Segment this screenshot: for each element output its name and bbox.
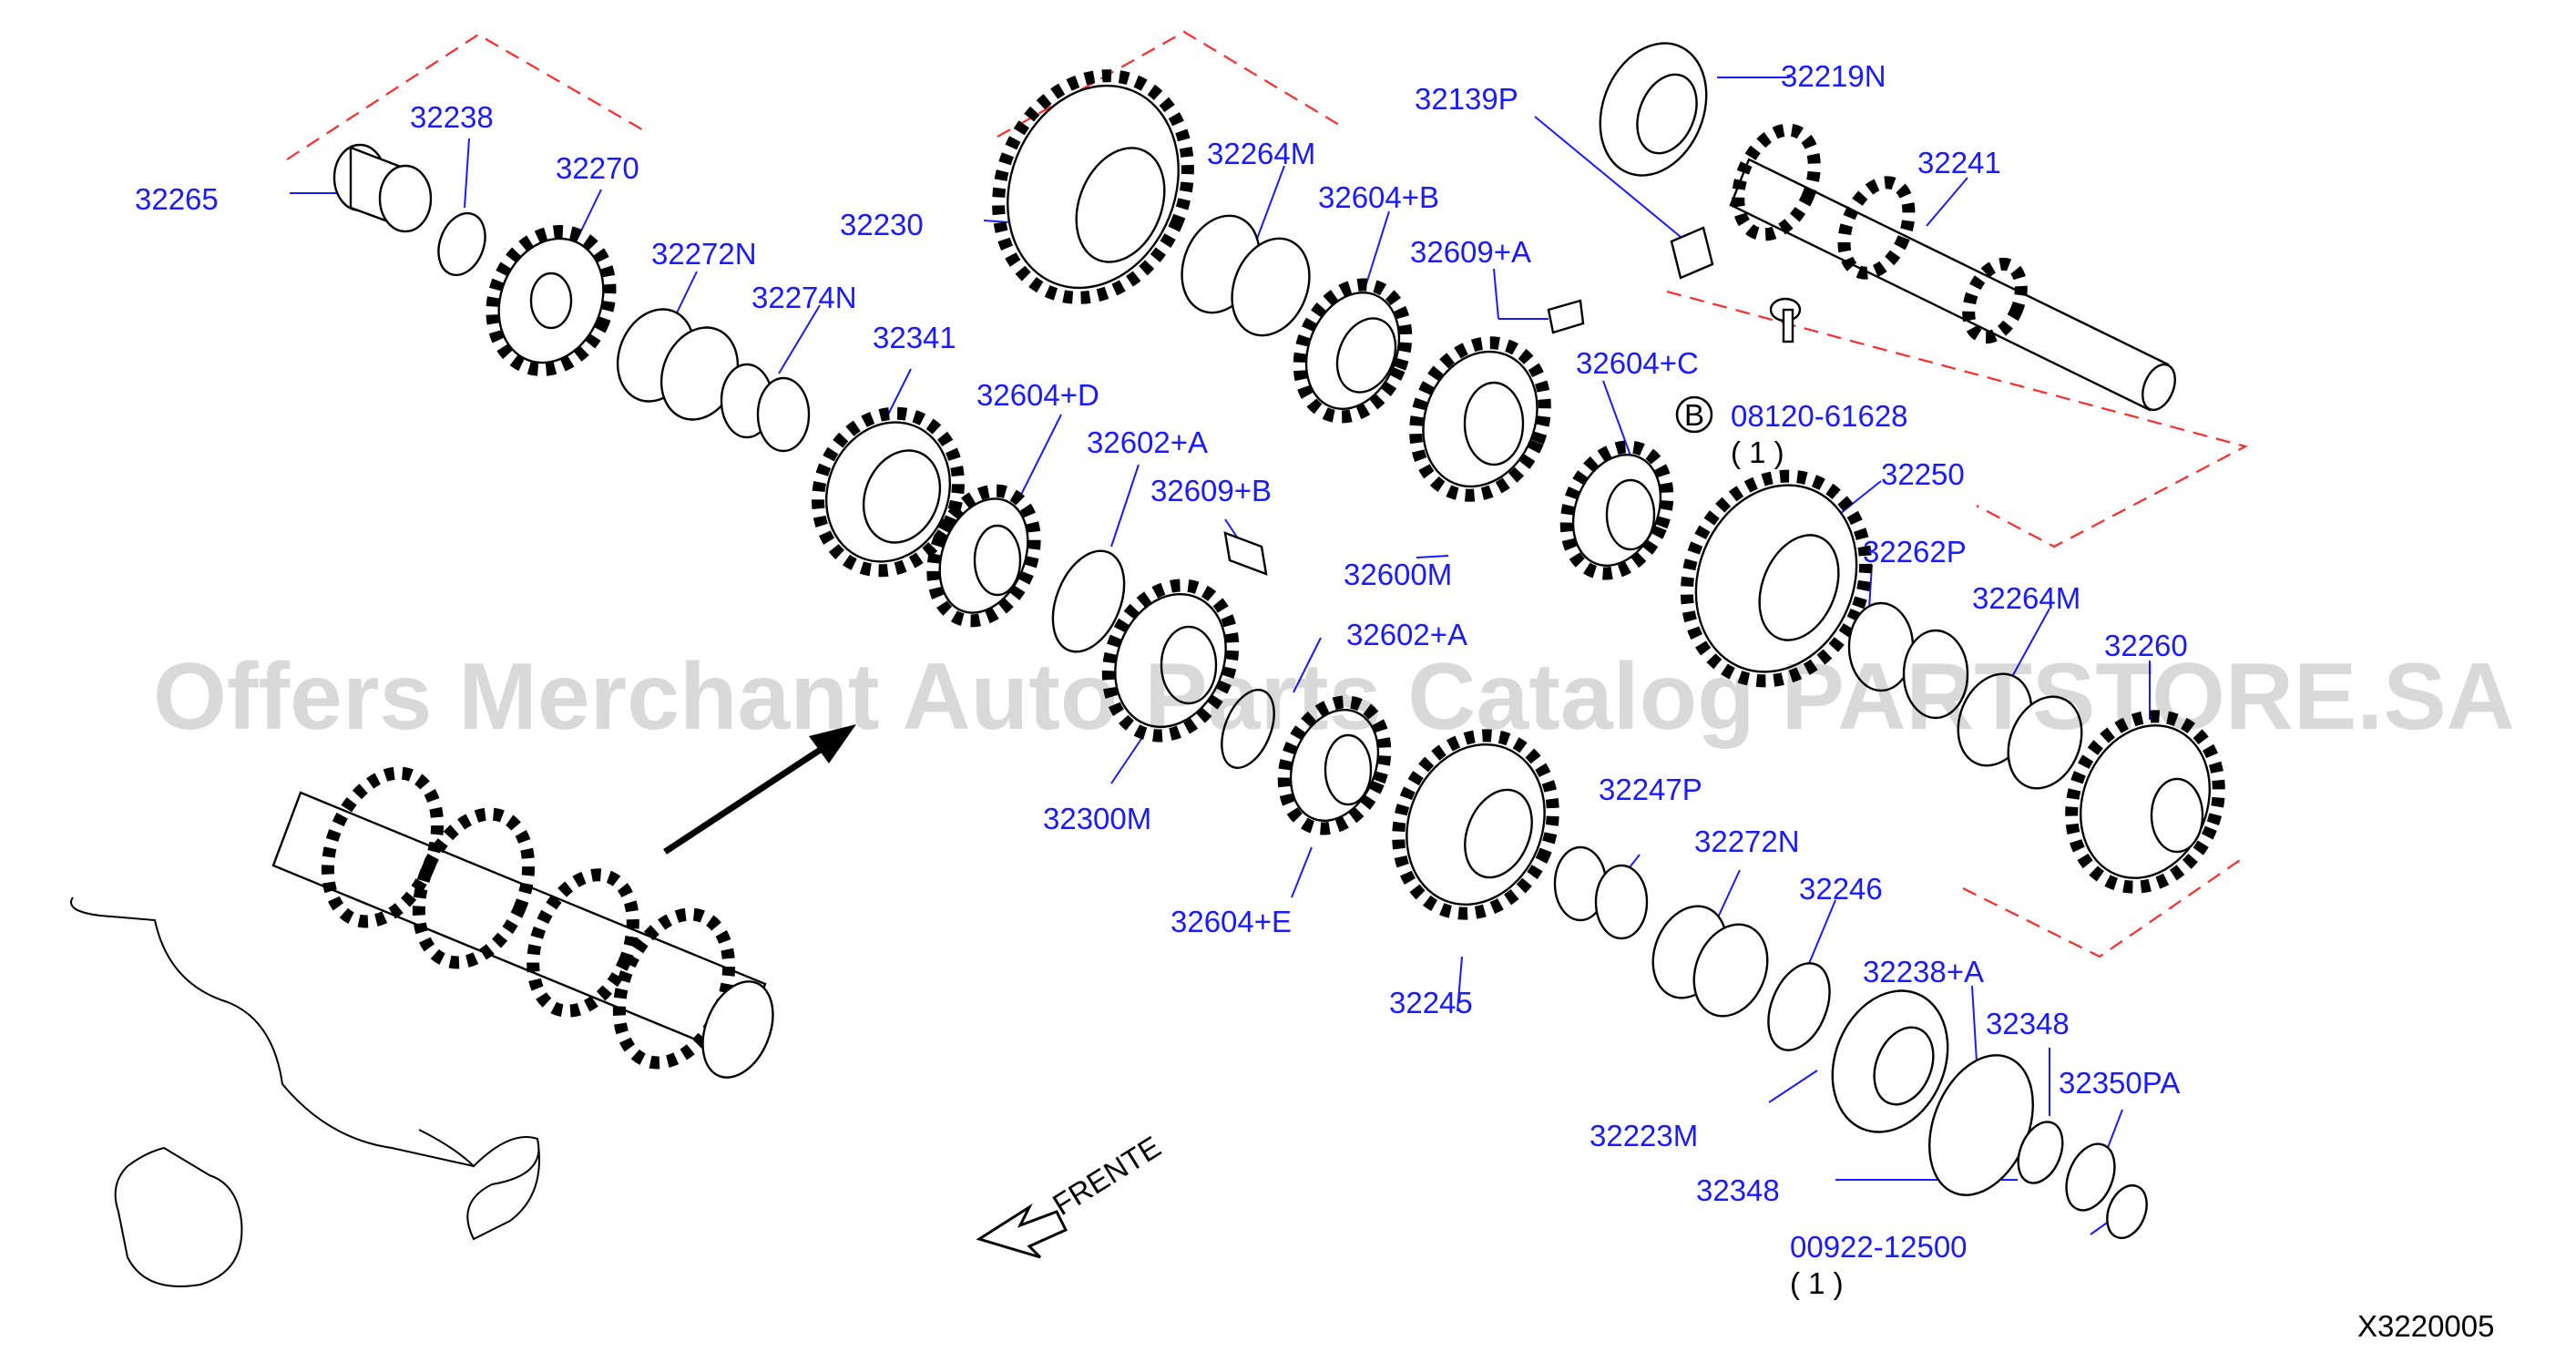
- bushing-32274N: [720, 363, 811, 453]
- part-label: 32139P: [1415, 82, 1518, 116]
- group-outline-left: [286, 33, 648, 160]
- synchro-hub-32300M: [1101, 579, 1240, 743]
- part-label: 32238+A: [1863, 955, 1984, 988]
- part-label: 32604+E: [1170, 905, 1292, 938]
- part-label: 32223M: [1590, 1119, 1698, 1152]
- part-label: 32350PA: [2059, 1066, 2180, 1100]
- part-label: 32272N: [651, 237, 757, 271]
- part-label: 32260: [2104, 629, 2188, 662]
- needle-bearing-32264M-lower: [1957, 672, 2083, 790]
- part-label: 32348: [1986, 1007, 2070, 1040]
- part-label: 32270: [556, 151, 639, 185]
- part-quantity: ( 1 ): [1731, 435, 1784, 469]
- snap-ring-32348: [2017, 1121, 2064, 1184]
- part-label: 32245: [1389, 986, 1473, 1019]
- part-label: 32604+B: [1318, 180, 1439, 214]
- shifting-key-32609A: [1547, 299, 1585, 334]
- bushing-32247P: [1553, 845, 1649, 940]
- synchro-ring-32604E: [1277, 695, 1392, 835]
- assembly-arrow-icon: [663, 724, 856, 855]
- watermark-text: Offers Merchant Auto Parts Catalog PARTS…: [153, 644, 2515, 750]
- part-label: 32300M: [1043, 802, 1151, 835]
- part-label: 32341: [873, 321, 956, 354]
- ball-bearing-32219N: [1599, 42, 1708, 177]
- parts: [70, 42, 2225, 1287]
- part-label: 32241: [1917, 146, 2001, 179]
- part-label: 32264M: [1972, 581, 2080, 615]
- bolt-symbol-letter: B: [1684, 398, 1704, 432]
- gear-32230: [992, 69, 1194, 304]
- bolt-symbol-circle: [1675, 395, 1713, 434]
- reference-code: X3220005: [2357, 1309, 2494, 1343]
- part-label: 32246: [1799, 872, 1883, 906]
- part-labels: 32265 32238 32270 32272N 32274N 32341 32…: [135, 59, 2188, 1300]
- part-label: 32602+A: [1346, 618, 1467, 651]
- snap-ring-32238: [437, 211, 486, 277]
- part-label: 32609+A: [1410, 235, 1531, 269]
- gear-32270: [486, 225, 617, 376]
- snap-ring-00922-12500: [2106, 1183, 2148, 1240]
- part-label: 00922-12500: [1790, 1230, 1968, 1264]
- snap-ring-32602A-upper: [1051, 549, 1126, 653]
- gear-32250: [1680, 469, 1873, 688]
- assembled-shaft-view: [271, 766, 774, 1079]
- part-label: 32600M: [1344, 558, 1452, 591]
- snap-ring-32602A-lower: [1221, 689, 1275, 769]
- synchro-ring-32604D: [926, 484, 1041, 628]
- part-label: 32264M: [1207, 137, 1315, 170]
- part-label: 32348: [1696, 1173, 1780, 1207]
- gear-32260: [2065, 710, 2225, 894]
- mainshaft-32241: [1729, 123, 2176, 412]
- lock-plate-32139P: [1670, 226, 1714, 280]
- synchro-hub-32600M: [1409, 336, 1551, 502]
- part-label: 32262P: [1863, 535, 1967, 568]
- part-label: 32250: [1881, 457, 1965, 491]
- shifting-key-32609B: [1223, 531, 1268, 576]
- ball-bearing-32223M: [1831, 989, 1949, 1133]
- front-direction-arrow-icon: [976, 1203, 1068, 1259]
- part-label: 32274N: [751, 281, 857, 314]
- sleeve-32265: [332, 143, 433, 233]
- gear-32245: [1392, 729, 1559, 920]
- group-outline-right-upper: [1666, 290, 2249, 548]
- part-label: 32219N: [1781, 59, 1886, 93]
- bolt-08120-61628: [1769, 297, 1802, 343]
- part-label: 32265: [135, 182, 219, 216]
- part-label: 32604+C: [1576, 346, 1699, 380]
- part-label: 32604+D: [976, 378, 1099, 412]
- bushing-32262P: [1847, 601, 1969, 720]
- group-outline-right-lower: [1962, 855, 2246, 958]
- part-label: 32272N: [1694, 825, 1800, 858]
- needle-bearing-32272N-lower: [1651, 905, 1769, 1018]
- washer-32350PA: [2065, 1142, 2116, 1212]
- part-label: 32230: [840, 208, 924, 241]
- front-label: FRENTE: [1047, 1130, 1167, 1222]
- synchro-ring-32604C: [1559, 440, 1674, 580]
- gear-32341: [812, 406, 965, 578]
- transmission-case-outline-lower: [114, 1146, 243, 1287]
- needle-bearing-32264M-upper: [1181, 214, 1311, 337]
- part-label: 32238: [410, 100, 494, 134]
- part-quantity: ( 1 ): [1790, 1266, 1844, 1300]
- synchro-ring-32604B: [1293, 278, 1413, 424]
- part-label: 32609+B: [1150, 474, 1272, 507]
- thrust-washer-32246: [1767, 962, 1831, 1051]
- transmission-case-outline: [70, 896, 540, 1241]
- needle-bearing-32272N: [616, 308, 740, 421]
- part-label: 32602+A: [1087, 425, 1208, 459]
- part-label: 08120-61628: [1731, 399, 1908, 433]
- part-label: 32247P: [1599, 773, 1702, 806]
